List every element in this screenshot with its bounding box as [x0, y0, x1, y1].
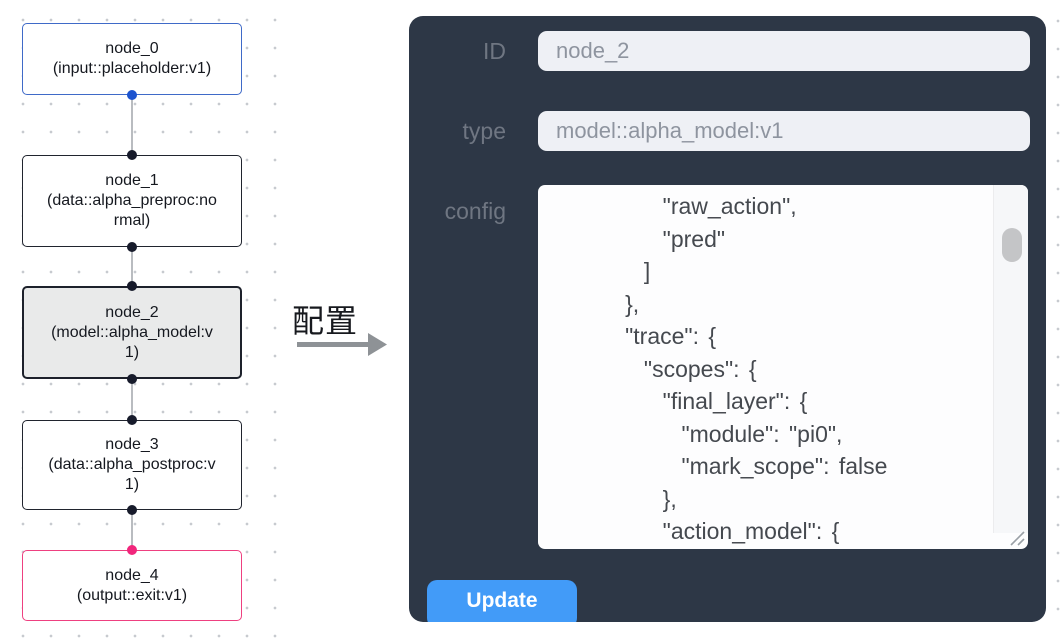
connection-handle-icon[interactable] [127, 281, 137, 291]
edge-line [131, 95, 133, 155]
node-card-node_3[interactable]: node_3 (data::alpha_postproc:v1) [22, 420, 242, 510]
transfer-label: 配置 [292, 303, 359, 339]
node-type-label: (output::exit:v1) [76, 586, 188, 604]
type-input[interactable] [538, 111, 1030, 151]
node-type-label: (model::alpha_model:v1) [51, 323, 213, 361]
connection-handle-icon[interactable] [127, 415, 137, 425]
edge-line [131, 247, 133, 286]
connection-handle-icon[interactable] [127, 242, 137, 252]
graph-canvas: node_0 (input::placeholder:v1) node_1 (d… [0, 0, 280, 643]
node-name-label: node_1 [105, 172, 159, 189]
connection-handle-icon[interactable] [127, 90, 137, 100]
node-type-label: (input::placeholder:v1) [52, 60, 212, 77]
config-field-label: config [444, 198, 506, 224]
scrollbar-track[interactable] [993, 185, 1028, 533]
config-panel: ID type config "raw_action", "pred" ] },… [409, 16, 1046, 622]
node-card-node_0[interactable]: node_0 (input::placeholder:v1) [22, 23, 242, 95]
id-input[interactable] [538, 31, 1030, 71]
connection-handle-icon[interactable] [127, 150, 137, 160]
node-card-node_1[interactable]: node_1 (data::alpha_preproc:normal) [22, 155, 242, 247]
node-name-label: node_4 [105, 566, 159, 584]
resize-grip-icon[interactable] [1007, 528, 1025, 546]
config-json-text: "raw_action", "pred" ] }, "trace": { "sc… [625, 193, 888, 544]
node-card-node_2[interactable]: node_2 (model::alpha_model:v1) [22, 286, 242, 379]
arrow-right-icon [297, 333, 387, 356]
id-field-label: ID [483, 38, 506, 64]
edge-line [131, 510, 133, 550]
edge-line [131, 379, 133, 420]
config-textarea[interactable]: "raw_action", "pred" ] }, "trace": { "sc… [538, 185, 1028, 549]
node-name-label: node_3 [105, 436, 159, 453]
node-card-node_4[interactable]: node_4 (output::exit:v1) [22, 550, 242, 621]
node-type-label: (data::alpha_preproc:normal) [47, 192, 217, 229]
type-field-label: type [462, 118, 506, 144]
scrollbar-thumb[interactable] [1002, 228, 1022, 262]
connection-handle-icon[interactable] [127, 505, 137, 515]
node-name-label: node_2 [105, 303, 159, 321]
update-button[interactable]: Update [427, 580, 577, 622]
connection-handle-icon[interactable] [127, 545, 137, 555]
connection-handle-icon[interactable] [127, 374, 137, 384]
node-type-label: (data::alpha_postproc:v1) [48, 456, 216, 493]
node-name-label: node_0 [105, 40, 159, 57]
